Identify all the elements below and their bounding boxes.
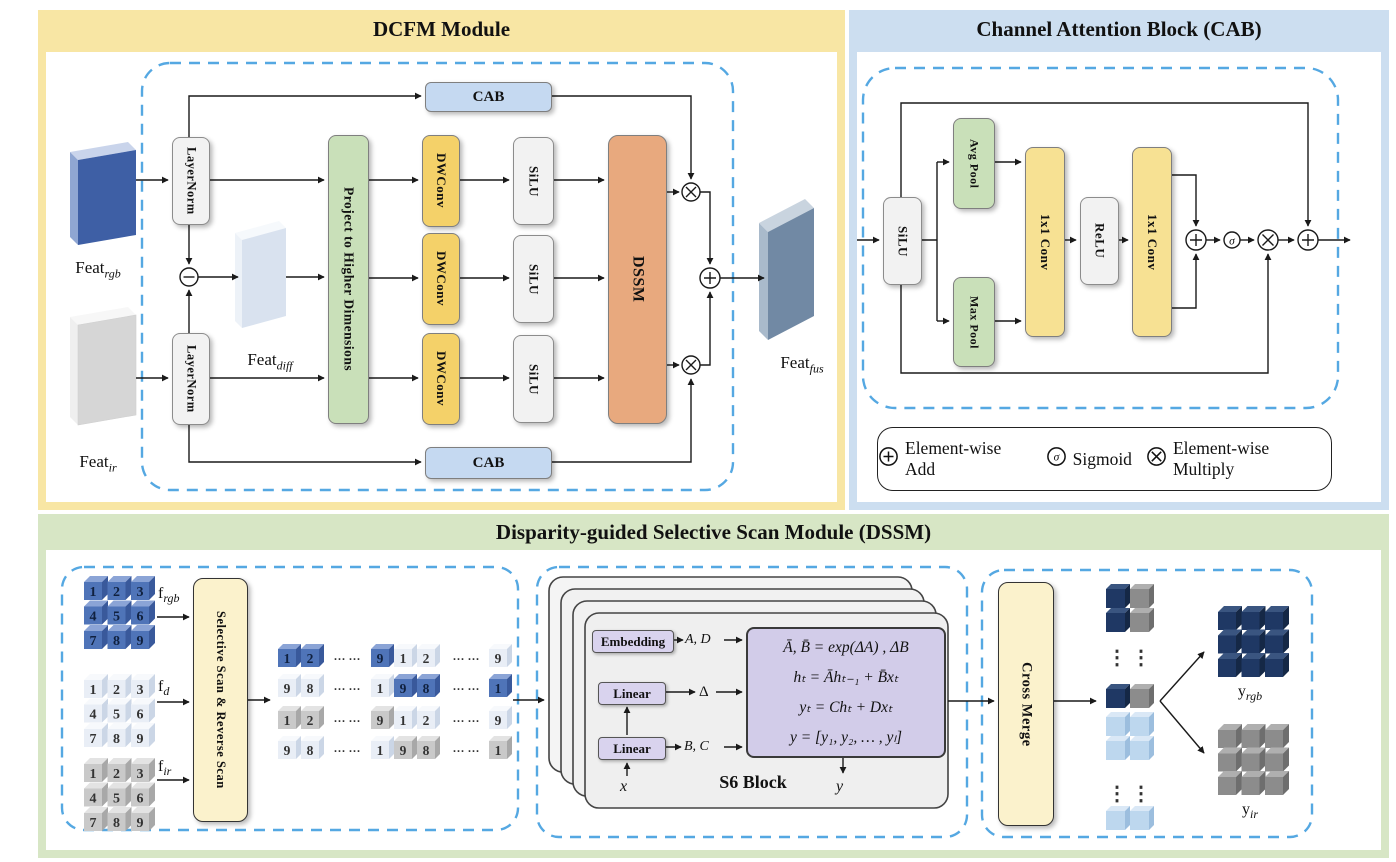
y-ir-label: yir [1241, 801, 1258, 822]
y-rgb-label: yrgb [1237, 683, 1263, 704]
linear-block-bottom: Linear [598, 737, 666, 760]
s6-equation-box: Ā, B̄ = exp(ΔA) , ΔB hₜ = Āhₜ₋₁ + B̄xₜ yₜ … [746, 627, 946, 758]
selective-scan-block: Selective Scan & Reverse Scan [193, 578, 248, 822]
legend-item-sigmoid: σ Sigmoid [1046, 446, 1132, 472]
dcfm-title: DCFM Module [372, 17, 511, 41]
s6-equation-line: Ā, B̄ = exp(ΔA) , ΔB [783, 638, 909, 656]
legend-item-add: Element-wise Add [878, 438, 1032, 480]
dwconv-block-1: DWConv [422, 135, 460, 227]
legend-label: Element-wise Multiply [1172, 438, 1270, 479]
layernorm-block-bottom: LayerNorm [172, 333, 210, 425]
multiply-icon [1146, 446, 1167, 472]
relu-block: ReLU [1080, 197, 1119, 285]
feat-ir-label: Featir [79, 452, 117, 475]
dwconv-block-2: DWConv [422, 233, 460, 325]
conv1x1-block-1: 1x1 Conv [1025, 147, 1065, 337]
y-label: y [836, 778, 844, 795]
silu-block-3: SiLU [513, 335, 554, 423]
dssm-title: Disparity-guided Selective Scan Module (… [495, 520, 932, 544]
s6-equation-line: yₜ = Chₜ + Dxₜ [799, 698, 893, 716]
silu-block-1: SiLU [513, 137, 554, 225]
max-pool-block: Max Pool [953, 277, 995, 367]
feat-rgb-label: Featrgb [58, 258, 138, 281]
project-block: Project to Higher Dimensions [328, 135, 369, 424]
cab-title: Channel Attention Block (CAB) [976, 17, 1262, 41]
layernorm-block-top: LayerNorm [172, 137, 210, 225]
legend-label: Sigmoid [1072, 448, 1132, 469]
cab-silu-block: SiLU [883, 197, 922, 285]
svg-text:σ: σ [1053, 452, 1060, 464]
silu-block-2: SiLU [513, 235, 554, 323]
cab-block-bottom: CAB [425, 447, 552, 479]
feat-fus-label: Featfus [780, 353, 824, 376]
f-d-label: fd [158, 678, 170, 699]
add-icon [878, 446, 899, 472]
feat-diff-label: Featdiff [247, 350, 293, 373]
f-ir-label: fir [158, 758, 172, 779]
linear-block-mid: Linear [598, 682, 666, 705]
s6-block-title: S6 Block [719, 772, 787, 792]
legend-label: Element-wise Add [905, 438, 1002, 479]
avg-pool-block: Avg Pool [953, 118, 995, 209]
feat-rgb-sub: rgb [104, 266, 121, 281]
s6-equation-line: y = [y₁, y₂, … , yₗ] [789, 728, 903, 746]
legend-box: Element-wise Add σ Sigmoid Element-wise Mul… [877, 427, 1332, 491]
embedding-block: Embedding [592, 630, 674, 653]
cross-merge-block: Cross Merge [998, 582, 1054, 826]
sigmoid-icon: σ [1046, 446, 1067, 472]
bc-label: B, C [684, 739, 709, 754]
dwconv-block-3: DWConv [422, 333, 460, 425]
delta-label: Δ [699, 684, 709, 700]
feat-rgb-base: Feat [75, 258, 105, 277]
cab-block-top: CAB [425, 82, 552, 112]
dssm-block: DSSM [608, 135, 667, 424]
x-label: x [620, 778, 628, 795]
legend-item-multiply: Element-wise Multiply [1146, 438, 1331, 480]
s6-equation-line: hₜ = Āhₜ₋₁ + B̄xₜ [793, 668, 899, 686]
conv1x1-block-2: 1x1 Conv [1132, 147, 1172, 337]
f-rgb-label: frgb [158, 585, 180, 606]
ad-label: A, D [685, 632, 711, 647]
